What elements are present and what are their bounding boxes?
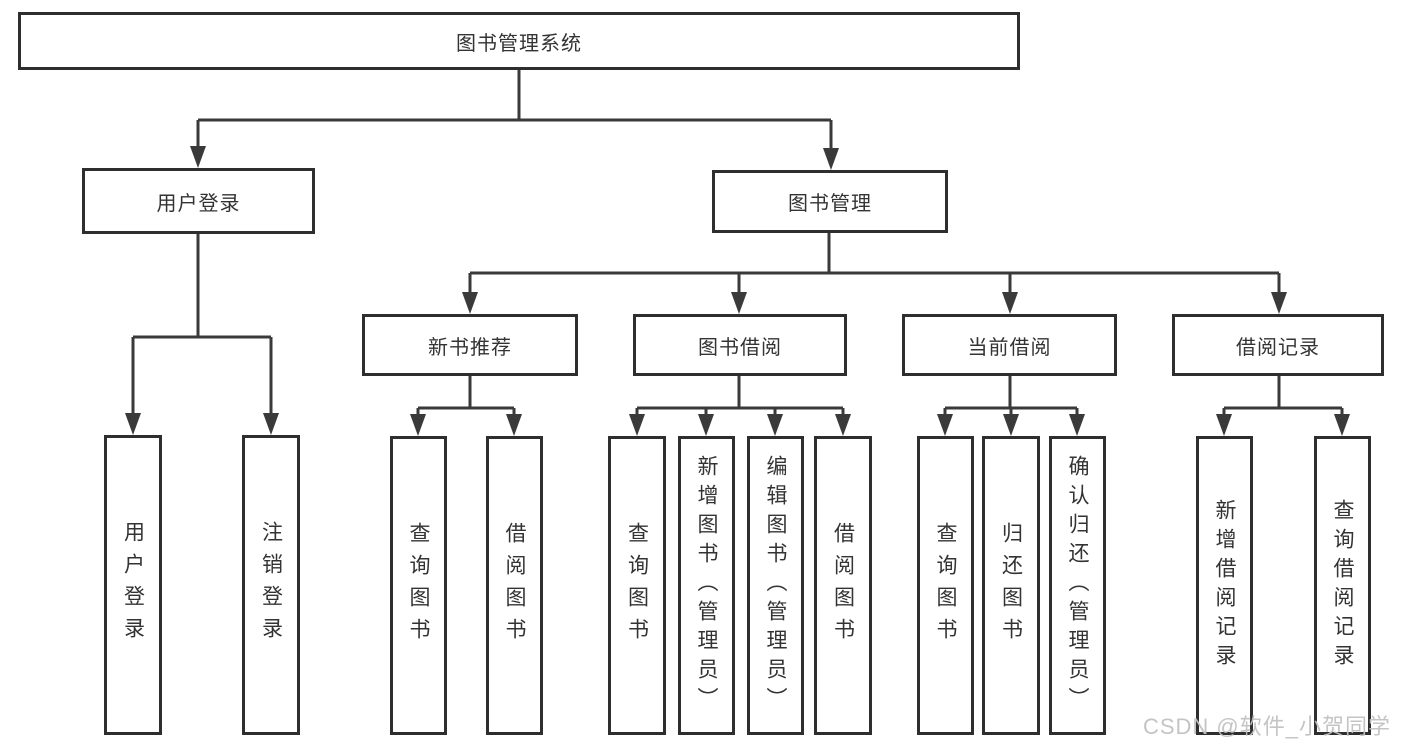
node-book-borrow: 图书借阅 (633, 314, 847, 376)
leaf-current-query-book-label: 查询图书 (934, 521, 957, 650)
node-book-borrow-label: 图书借阅 (698, 336, 782, 359)
arrowheads (125, 146, 1350, 436)
leaf-return-book-label: 归还图书 (999, 521, 1023, 650)
leaf-recommend-query-book: 查询图书 (390, 436, 447, 735)
leaf-add-borrow-record: 新增借阅记录 (1196, 436, 1253, 735)
leaf-add-borrow-record-label: 新增借阅记录 (1213, 498, 1236, 673)
leaf-confirm-return-admin: 确认归还（管理员） (1049, 436, 1106, 735)
leaf-recommend-borrow-book-label: 借阅图书 (503, 521, 526, 650)
leaf-logout-label: 注销登录 (259, 521, 283, 649)
leaf-edit-book-admin: 编辑图书（管理员） (747, 436, 804, 735)
leaf-return-book: 归还图书 (982, 436, 1040, 735)
node-current-borrow-label: 当前借阅 (967, 336, 1052, 359)
leaf-recommend-query-book-label: 查询图书 (407, 521, 430, 650)
node-current-borrow: 当前借阅 (902, 314, 1117, 376)
leaf-borrow-book: 借阅图书 (814, 436, 872, 735)
leaf-logout: 注销登录 (242, 435, 300, 735)
node-user-login: 用户登录 (82, 168, 315, 234)
leaf-query-borrow-record-label: 查询借阅记录 (1331, 498, 1354, 673)
leaf-current-query-book: 查询图书 (917, 436, 974, 735)
leaf-edit-book-admin-label: 编辑图书（管理员） (764, 455, 787, 716)
node-new-book-recommend: 新书推荐 (362, 314, 578, 376)
node-borrow-records-label: 借阅记录 (1236, 336, 1320, 359)
leaf-borrow-query-book-label: 查询图书 (625, 521, 649, 650)
node-root: 图书管理系统 (18, 12, 1020, 70)
leaf-borrow-query-book: 查询图书 (608, 436, 666, 735)
node-book-management-label: 图书管理 (788, 193, 872, 215)
leaf-user-login-label: 用户登录 (121, 521, 145, 649)
node-borrow-records: 借阅记录 (1172, 314, 1384, 376)
leaf-user-login: 用户登录 (104, 435, 162, 735)
leaf-add-book-admin: 新增图书（管理员） (678, 436, 735, 735)
node-new-book-recommend-label: 新书推荐 (428, 336, 512, 359)
leaf-query-borrow-record: 查询借阅记录 (1314, 436, 1371, 735)
node-book-management: 图书管理 (712, 170, 948, 233)
leaf-recommend-borrow-book: 借阅图书 (486, 436, 543, 735)
node-user-login-label: 用户登录 (156, 192, 241, 215)
leaf-add-book-admin-label: 新增图书（管理员） (695, 455, 718, 716)
leaf-borrow-book-label: 借阅图书 (831, 521, 855, 650)
leaf-confirm-return-admin-label: 确认归还（管理员） (1066, 455, 1089, 716)
node-root-label: 图书管理系统 (456, 32, 582, 55)
csdn-watermark: CSDN @软件_小贺同学 (1142, 714, 1391, 739)
